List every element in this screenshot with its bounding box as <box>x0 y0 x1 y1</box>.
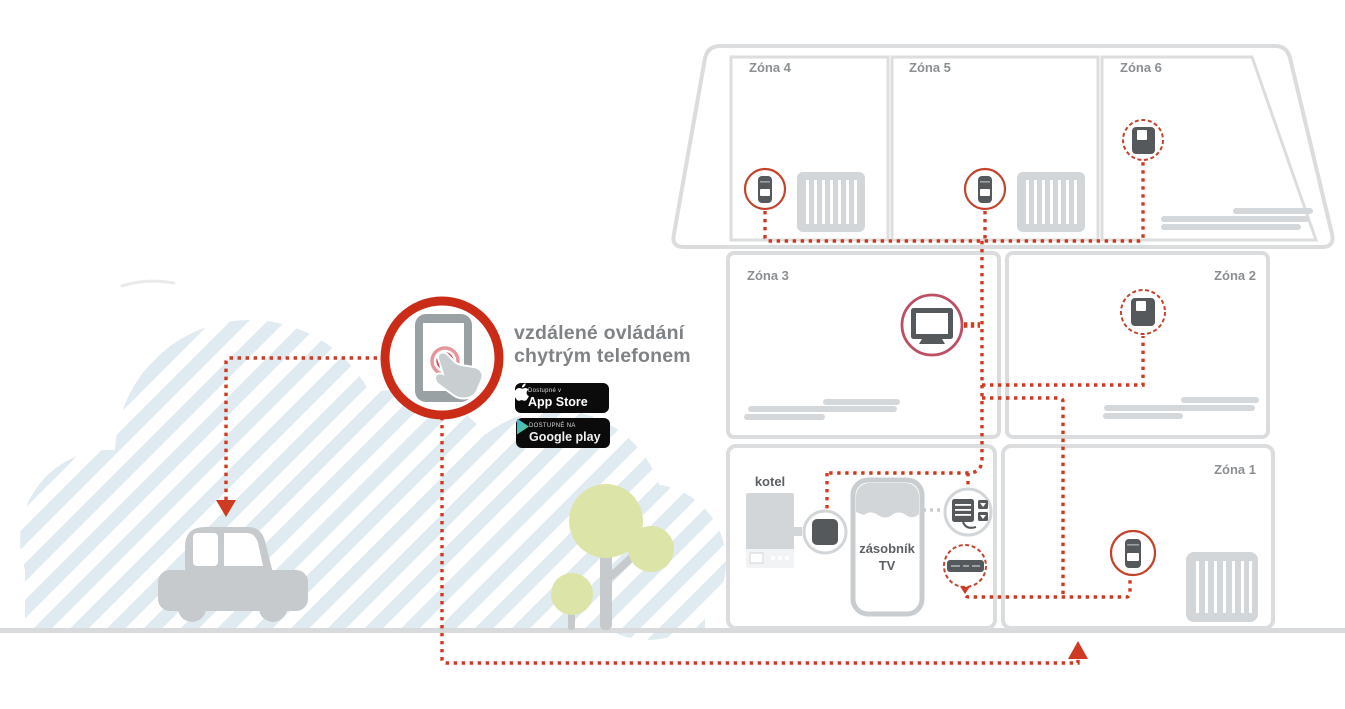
radiator-icon <box>1017 172 1085 232</box>
arrow-down-icon <box>216 500 236 517</box>
pointing-hand-icon <box>433 351 484 400</box>
app-store-small-label: Dostupné v <box>528 387 562 394</box>
underfloor-heating-icon <box>1161 208 1313 230</box>
router-icon <box>943 544 987 588</box>
trv-valve-icon <box>1125 539 1141 568</box>
zone2-label: Zóna 2 <box>1214 268 1256 283</box>
underfloor-heating-icon <box>744 399 900 420</box>
tank-icon <box>850 477 925 617</box>
app-store-label: App Store <box>528 394 588 409</box>
thermostat-icon <box>1132 127 1155 154</box>
thermostat-icon <box>1131 298 1155 326</box>
tank-label-line2: TV <box>879 558 896 573</box>
zone3-label: Zóna 3 <box>747 268 789 283</box>
trv-valve-icon <box>758 176 772 203</box>
boiler-icon <box>746 493 802 568</box>
remote-caption-line1: vzdálené ovládání <box>514 322 685 344</box>
zone5-label: Zóna 5 <box>909 60 951 75</box>
room-zone6 <box>1100 55 1319 242</box>
app-store-badge[interactable]: Dostupné v App Store <box>515 383 609 413</box>
remote-control-caption: vzdálené ovládání chytrým telefonem <box>514 322 691 368</box>
google-play-label: Google play <box>529 429 601 444</box>
trv-valve-zone5 <box>963 167 1007 211</box>
thermostat-zone6 <box>1122 119 1164 161</box>
tv-icon <box>911 308 953 344</box>
zone4-label: Zóna 4 <box>749 60 792 75</box>
google-play-small-label: DOSTUPNÉ NA <box>529 422 576 429</box>
arrow-up-icon <box>1068 641 1088 659</box>
cloud-wisp <box>120 279 176 288</box>
relay-icon <box>943 487 993 537</box>
tv-zone3 <box>900 293 964 357</box>
tree-icon <box>569 484 674 630</box>
car-icon <box>158 527 308 622</box>
radiator-icon <box>1186 552 1258 622</box>
zone6-label: Zóna 6 <box>1120 60 1162 75</box>
google-play-badge[interactable]: DOSTUPNÉ NA Google play <box>516 418 610 448</box>
bush-icon <box>551 573 593 630</box>
trv-valve-zone1 <box>1109 529 1157 577</box>
thermostat-zone2 <box>1120 289 1166 335</box>
trv-valve-icon <box>978 176 992 203</box>
zone1-label: Zóna 1 <box>1214 462 1256 477</box>
ground-line <box>0 628 1345 633</box>
remote-caption-line2: chytrým telefonem <box>514 345 691 367</box>
smartphone-touch-icon <box>380 296 504 420</box>
underfloor-heating-icon <box>1103 397 1259 419</box>
tank-label-line1: zásobník <box>859 541 915 556</box>
striped-clouds-background <box>20 320 726 640</box>
boiler-label: kotel <box>755 474 785 489</box>
room-zone2 <box>1005 251 1270 439</box>
receiver-icon <box>802 509 848 555</box>
trv-valve-zone4 <box>743 167 787 211</box>
wireless-links <box>224 162 1145 665</box>
radiator-icon <box>797 172 865 232</box>
